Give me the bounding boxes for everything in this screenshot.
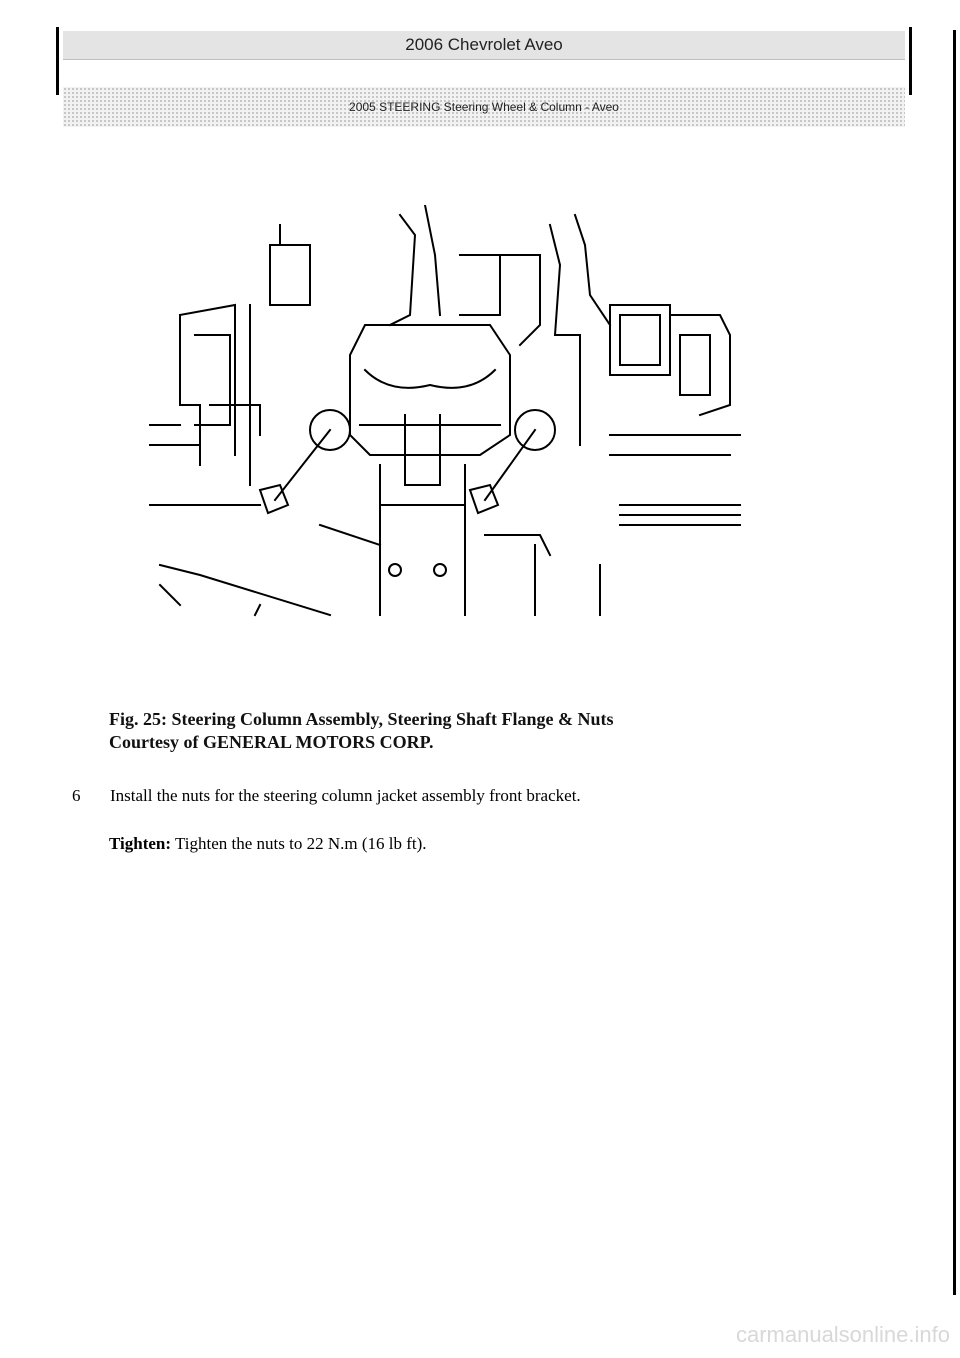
page-header: 2006 Chevrolet Aveo 2005 STEERING Steeri… [56,27,912,127]
figure-caption-credit: Courtesy of GENERAL MOTORS CORP. [109,732,434,752]
step-number: 6 [72,786,81,805]
header-subtitle: 2005 STEERING Steering Wheel & Column - … [63,87,905,127]
step-text: Install the nuts for the steering column… [110,786,581,805]
watermark: carmanualsonline.info [735,1322,950,1347]
figure-caption: Fig. 25: Steering Column Assembly, Steer… [109,708,809,754]
right-margin-rule [953,30,956,1295]
tighten-instruction: Tighten: Tighten the nuts to 22 N.m (16 … [109,834,427,854]
tighten-label: Tighten: [109,834,172,853]
steering-column-illustration [149,205,741,617]
figure-caption-title: Fig. 25: Steering Column Assembly, Steer… [109,709,614,729]
tighten-text: Tighten the nuts to 22 N.m (16 lb ft). [175,834,427,853]
header-title: 2006 Chevrolet Aveo [63,31,905,60]
